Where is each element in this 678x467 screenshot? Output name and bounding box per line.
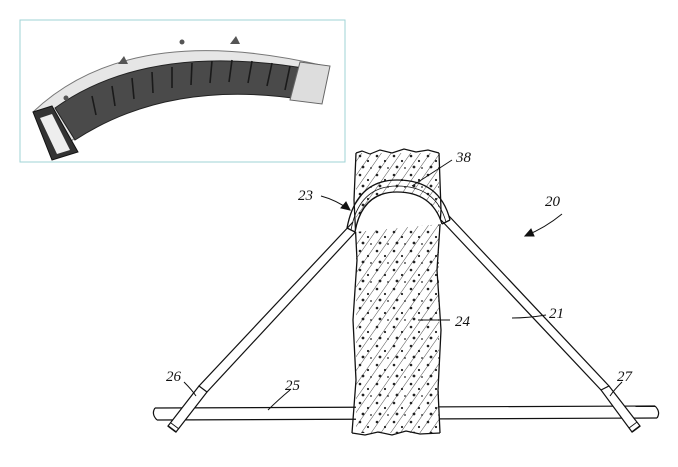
label-27: 27 xyxy=(617,369,634,385)
label-23: 23 xyxy=(298,188,313,204)
right-foot xyxy=(600,385,641,433)
leader-lines xyxy=(183,159,623,411)
label-21: 21 xyxy=(549,306,564,322)
saddle-rivet xyxy=(179,39,185,45)
label-24: 24 xyxy=(455,314,471,330)
right-strut xyxy=(440,215,641,433)
saddle-rivet xyxy=(63,95,69,101)
label-20: 20 xyxy=(545,194,561,210)
label-38: 38 xyxy=(455,150,472,166)
saddle-slots xyxy=(91,59,291,116)
saddle xyxy=(346,179,451,233)
saddle-right-flange xyxy=(289,61,331,105)
saddle-tab xyxy=(118,56,128,64)
saddle-tab xyxy=(230,36,240,44)
inset-panel xyxy=(19,19,346,163)
left-strut xyxy=(167,221,362,433)
label-26: 26 xyxy=(166,369,182,385)
label-25: 25 xyxy=(285,378,301,394)
